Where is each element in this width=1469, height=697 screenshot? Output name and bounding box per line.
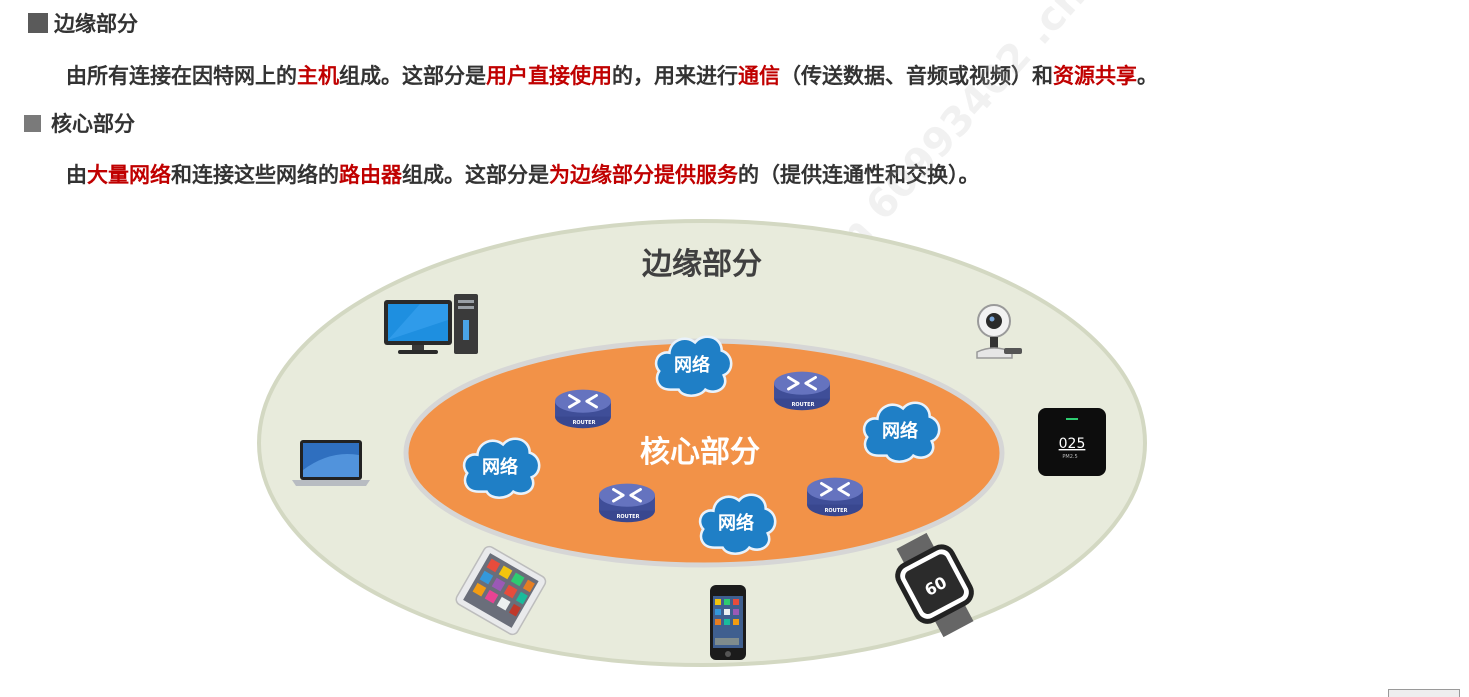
network-cloud-label: 网络 [674, 354, 710, 376]
router: ROUTER [599, 484, 655, 523]
router-label: ROUTER [825, 508, 848, 514]
network-cloud-label: 网络 [482, 456, 518, 478]
network-cloud-label: 网络 [882, 420, 918, 442]
network-cloud-label: 网络 [718, 512, 754, 534]
air-monitor-sub: PM2.5 [1062, 454, 1077, 460]
smartphone-icon [710, 585, 746, 660]
router-label: ROUTER [792, 402, 815, 408]
router-label: ROUTER [617, 514, 640, 520]
core-region-label: 核心部分 [640, 435, 760, 470]
router: ROUTER [807, 478, 863, 517]
desktop-computer-icon [384, 294, 478, 354]
router-label: ROUTER [573, 420, 596, 426]
air-monitor-value: 025 [1059, 436, 1086, 452]
router: ROUTER [555, 390, 611, 429]
laptop-icon [292, 440, 370, 486]
edge-region-label: 边缘部分 [642, 247, 762, 282]
air-monitor-icon: 025 PM2.5 [1038, 408, 1106, 476]
router: ROUTER [774, 372, 830, 411]
